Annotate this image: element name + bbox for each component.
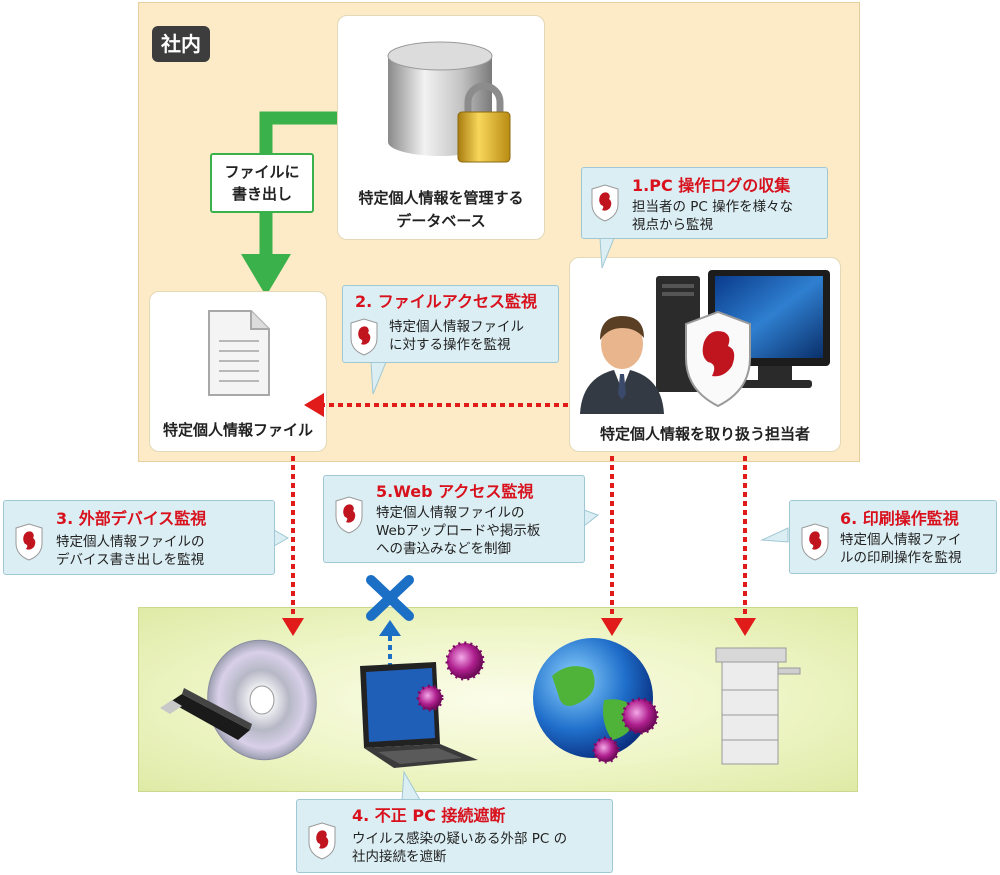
callout-device-body-1: 特定個人情報ファイルの [56, 534, 205, 550]
database-card: 特定個人情報を管理する データベース [337, 15, 545, 240]
callout-print: 6. 印刷操作監視 特定個人情報ファイ ルの印刷操作を監視 [789, 500, 997, 574]
callout-file-access-title: 2. ファイルアクセス監視 [355, 292, 537, 311]
shield-lion-icon [685, 310, 751, 408]
callout-device-body-2: デバイス書き出しを監視 [56, 552, 205, 568]
shield-lion-icon [335, 496, 363, 534]
callout-web-access: 5.Web アクセス監視 特定個人情報ファイルの Webアップロードや掲示板 へ… [323, 475, 585, 563]
callout-file-access-body-2: に対する操作を監視 [389, 337, 511, 353]
shield-lion-icon [591, 184, 619, 222]
globe-icon [533, 638, 653, 758]
printer-icon [715, 647, 801, 765]
virus-icon [416, 641, 659, 764]
callout-pc-log-body-2: 視点から監視 [632, 217, 713, 233]
operator-illustration [580, 270, 830, 414]
callout-pc-block-body-2: 社内接続を遮断 [352, 849, 447, 865]
callout-pc-log: 1.PC 操作ログの収集 担当者の PC 操作を様々な 視点から監視 [581, 167, 828, 239]
cd-disc-icon [207, 639, 317, 761]
callout-device-title: 3. 外部デバイス監視 [56, 509, 207, 528]
document-icon [208, 310, 270, 396]
callout-web-access-body-1: 特定個人情報ファイルの [376, 505, 525, 521]
callout-web-access-body-3: への書込みなどを制御 [376, 541, 511, 557]
callout-pc-block-title: 4. 不正 PC 接続遮断 [352, 806, 506, 825]
laptop-icon [360, 662, 478, 768]
usb-drive-icon [160, 688, 252, 740]
database-label-1: 特定個人情報を管理する [358, 189, 524, 207]
database-label-2: データベース [396, 212, 486, 230]
callout-device: 3. 外部デバイス監視 特定個人情報ファイルの デバイス書き出しを監視 [3, 500, 275, 575]
database-lock-icon [387, 41, 511, 163]
write-out-label: ファイルに 書き出し [210, 153, 314, 213]
block-x-icon [366, 575, 414, 621]
shield-lion-icon [308, 822, 336, 860]
shield-lion-icon [801, 523, 829, 561]
file-label: 特定個人情報ファイル [162, 421, 313, 439]
callout-web-access-body-2: Webアップロードや掲示板 [376, 523, 541, 539]
write-out-label-2: 書き出し [231, 185, 292, 203]
file-card: 特定個人情報ファイル [149, 291, 327, 452]
callout-print-title: 6. 印刷操作監視 [840, 509, 959, 528]
callout-print-body-1: 特定個人情報ファイ [840, 532, 962, 548]
write-out-label-1: ファイルに [224, 163, 300, 181]
callout-pc-block: 4. 不正 PC 接続遮断 ウイルス感染の疑いある外部 PC の 社内接続を遮断 [296, 799, 613, 873]
callout-file-access-body-1: 特定個人情報ファイル [389, 319, 524, 335]
callout-file-access: 2. ファイルアクセス監視 特定個人情報ファイル に対する操作を監視 [342, 285, 559, 363]
shield-lion-icon [350, 318, 378, 356]
operator-label: 特定個人情報を取り扱う担当者 [599, 425, 810, 443]
internal-zone-label: 社内 [152, 26, 210, 62]
operator-card: 特定個人情報を取り扱う担当者 [569, 257, 841, 452]
callout-pc-log-title: 1.PC 操作ログの収集 [632, 176, 791, 195]
callout-web-access-title: 5.Web アクセス監視 [376, 482, 534, 501]
user-icon [580, 316, 664, 414]
shield-lion-icon [15, 523, 43, 561]
callout-pc-log-body-1: 担当者の PC 操作を様々な [632, 199, 794, 215]
callout-print-body-2: ルの印刷操作を監視 [840, 550, 962, 566]
callout-pc-block-body-1: ウイルス感染の疑いある外部 PC の [352, 831, 568, 847]
